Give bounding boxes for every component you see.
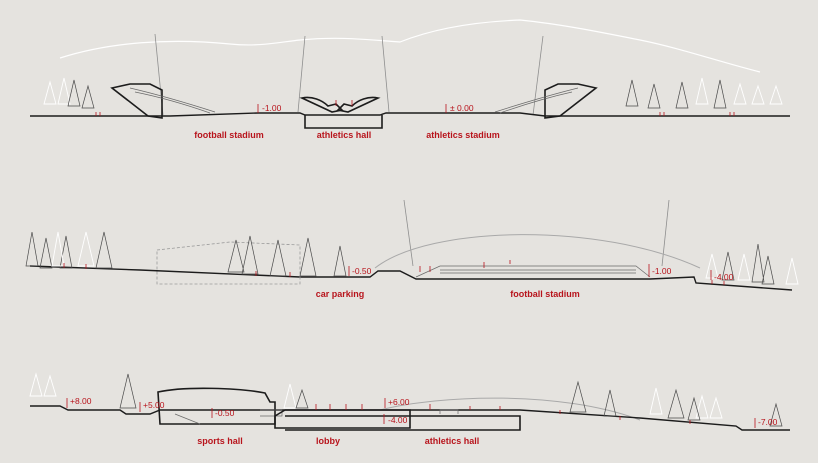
football-stand-right <box>544 83 598 119</box>
level-label: +5.00 <box>143 400 165 410</box>
section-1: -1.00 ± 0.00 football stadium athletics … <box>30 19 790 140</box>
ground-line <box>29 265 793 291</box>
level-label: -4.00 <box>714 272 734 282</box>
car-park-volume <box>156 241 301 285</box>
ground-line <box>30 112 790 117</box>
stand-tier <box>134 91 211 114</box>
football-stand-left <box>110 83 163 119</box>
label-car-parking: car parking <box>316 289 365 299</box>
level-marks <box>63 260 725 285</box>
mast <box>661 199 670 267</box>
tree-icon <box>67 79 95 109</box>
sports-hall-floor <box>260 409 283 417</box>
level-label: +6.00 <box>388 397 410 407</box>
label-sports-hall: sports hall <box>197 436 243 446</box>
stand-tier <box>494 87 579 113</box>
tree-icon <box>227 235 347 277</box>
label-athletics-hall: athletics hall <box>425 436 480 446</box>
tree-icon <box>29 372 57 397</box>
tree-icon <box>283 383 297 409</box>
stand-tier <box>499 91 573 114</box>
tree-icon <box>721 243 775 285</box>
athletics-hall-pit <box>304 115 383 129</box>
lobby-building <box>274 409 411 429</box>
trees-right <box>649 387 783 427</box>
section-2: -0.50 -1.00 -4.00 car parking football s… <box>25 199 799 299</box>
label-football-stadium: football stadium <box>510 289 580 299</box>
trees-left <box>29 372 137 409</box>
stadium-roof <box>374 234 701 269</box>
trees-left <box>25 231 113 269</box>
tree-icon <box>667 388 783 427</box>
label-football-stadium: football stadium <box>194 130 264 140</box>
level-marks <box>95 100 735 116</box>
hill-outline <box>59 19 761 73</box>
stand-tier <box>129 87 216 113</box>
mast <box>381 35 390 113</box>
level-label: +8.00 <box>70 396 92 406</box>
section-3: +8.00 +5.00 -0.50 +6.00 -4.00 -7.00 spor… <box>29 372 790 446</box>
sports-hall-building <box>157 387 276 425</box>
trees-left <box>43 77 95 109</box>
tree-icon <box>625 79 727 109</box>
tree-icon <box>119 373 137 409</box>
level-label: ± 0.00 <box>450 103 474 113</box>
tree-icon <box>695 77 783 105</box>
label-lobby: lobby <box>316 436 340 446</box>
level-marks <box>315 404 691 424</box>
tree-icon <box>295 380 617 417</box>
mast <box>297 35 306 113</box>
level-label: -1.00 <box>652 266 672 276</box>
label-athletics-hall: athletics hall <box>317 130 372 140</box>
athletics-hall-court <box>439 409 459 414</box>
mast <box>403 199 414 267</box>
level-label: -0.50 <box>215 408 235 418</box>
level-label: -1.00 <box>262 103 282 113</box>
level-label: -7.00 <box>758 417 778 427</box>
trees-middle <box>227 235 347 277</box>
sports-hall-floor <box>174 413 201 425</box>
label-athletics-stadium: athletics stadium <box>426 130 500 140</box>
athletics-hall-building <box>285 415 521 431</box>
level-label: -0.50 <box>352 266 372 276</box>
athletics-hall-building <box>336 96 381 113</box>
tree-icon <box>43 77 71 105</box>
trees-right <box>705 243 799 285</box>
landscape-mound <box>379 397 641 421</box>
tree-icon <box>705 253 799 285</box>
tree-icon <box>649 387 723 419</box>
tree-icon <box>51 231 95 267</box>
mast <box>532 35 544 116</box>
stadium-tier <box>415 265 651 278</box>
tree-icon <box>25 231 113 269</box>
trees-middle <box>283 380 617 417</box>
level-label: -4.00 <box>388 415 408 425</box>
trees-right <box>625 77 783 109</box>
